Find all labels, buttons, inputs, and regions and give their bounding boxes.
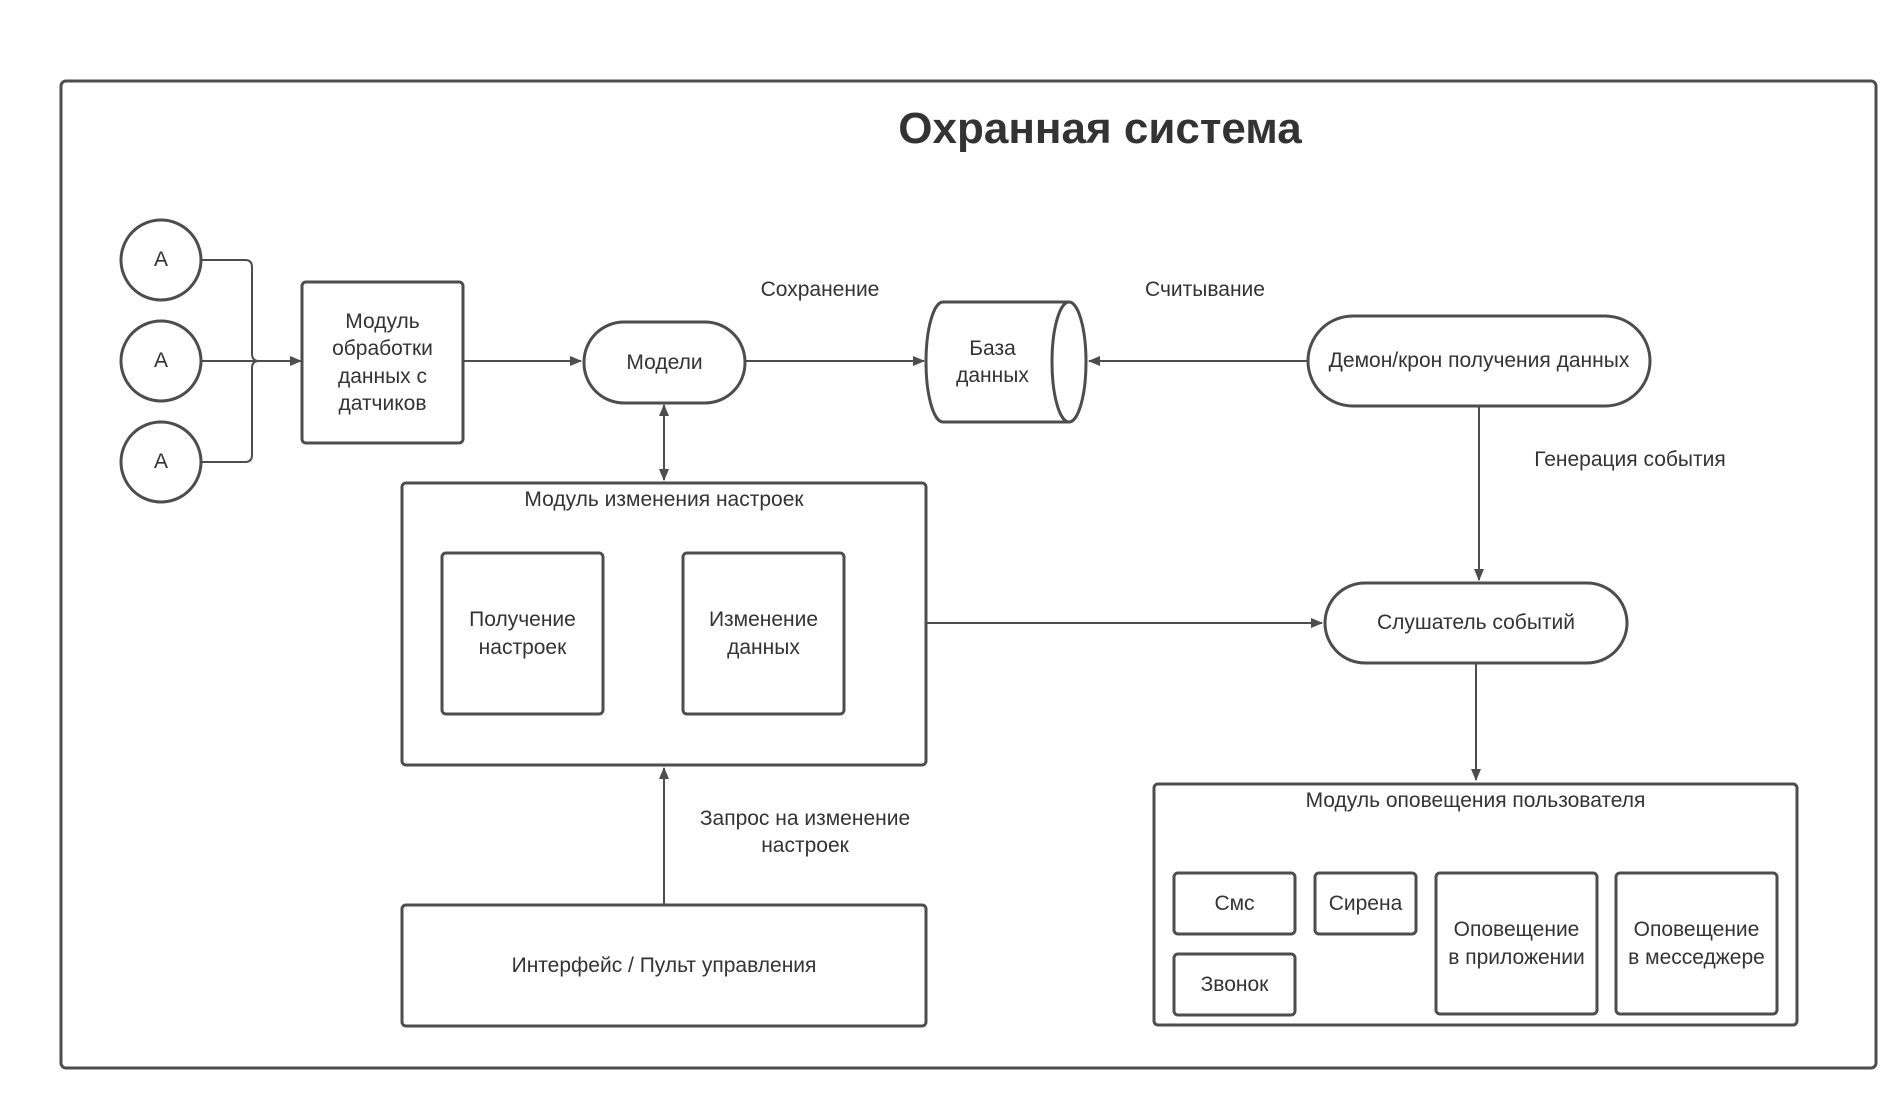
processing-module-label: Модуль обработки данных с датчиков xyxy=(332,309,433,415)
siren-label: Сирена xyxy=(1328,891,1403,915)
event-listener-label: Слушатель событий xyxy=(1377,611,1575,635)
database-cylinder-cap xyxy=(1050,300,1070,424)
sensor-connector-3 xyxy=(201,360,260,463)
sensor-label-2: A xyxy=(153,349,168,373)
app-notification-box[interactable] xyxy=(1434,871,1599,1016)
sensor-label-3: A xyxy=(153,450,168,474)
sensor-label-1: A xyxy=(153,248,168,272)
call-label: Звонок xyxy=(1200,972,1269,996)
settings-module-label: Модуль изменения настроек xyxy=(524,488,804,511)
interface-label: Интерфейс / Пульт управления xyxy=(511,953,817,977)
edge-label-read: Считывание xyxy=(1145,278,1265,302)
get-settings-box[interactable] xyxy=(440,551,605,716)
notification-module-label: Модуль оповещения пользователя xyxy=(1305,789,1646,812)
change-data-label: Изменение данных xyxy=(708,608,819,659)
edge-label-save: Сохранение xyxy=(760,278,880,302)
models-box[interactable] xyxy=(582,320,747,405)
messenger-notification-box[interactable] xyxy=(1614,871,1779,1016)
sensor-connector-1 xyxy=(201,259,260,362)
edge-label-settings-request: Запрос на изменение настроек xyxy=(699,806,911,857)
app-notification-label: Оповещение в приложении xyxy=(1448,918,1585,969)
get-settings-label: Получение настроек xyxy=(469,608,576,659)
diagram-title: Охранная система xyxy=(898,104,1302,153)
edge-label-event-generation: Генерация события xyxy=(1534,448,1726,472)
sms-label: Смс xyxy=(1214,891,1255,915)
messenger-notification-label: Оповещение в месседжере xyxy=(1628,918,1765,969)
daemon-label: Демон/крон получения данных xyxy=(1328,349,1630,373)
database-label: База данных xyxy=(956,336,1029,387)
change-data-box[interactable] xyxy=(681,551,846,716)
sms-box[interactable] xyxy=(1172,871,1297,936)
processing-module-box[interactable] xyxy=(300,280,465,445)
system-frame xyxy=(59,79,1878,1070)
siren-box[interactable] xyxy=(1313,871,1418,936)
call-box[interactable] xyxy=(1172,952,1297,1017)
models-label: Модели xyxy=(626,350,703,374)
